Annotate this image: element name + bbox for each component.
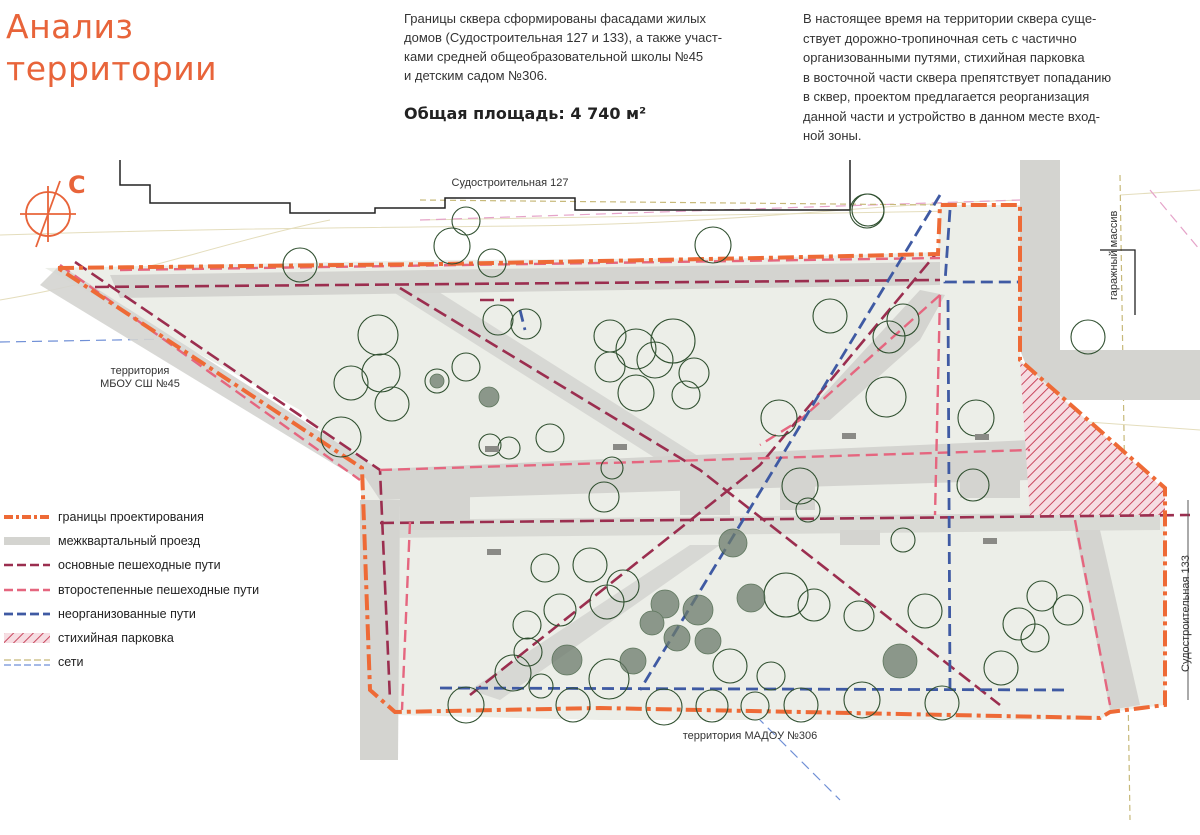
- description-right-line: В настоящее время на территории сквера с…: [803, 11, 1097, 26]
- page-title: Анализ территории: [6, 6, 217, 90]
- legend-label: стихийная парковка: [58, 631, 174, 646]
- description-left-line: ками средней общеобразовательной школы №…: [404, 49, 704, 64]
- description-left-line: домов (Судостроительная 127 и 133), а та…: [404, 30, 723, 45]
- legend-swatch-utility: [4, 659, 50, 666]
- legend-item-parking: стихийная парковка: [4, 626, 304, 650]
- legend-swatch-main: [4, 564, 50, 567]
- design-boundary: [51, 203, 1167, 721]
- legend-item-secondary-paths: второстепенные пешеходные пути: [4, 578, 304, 602]
- label-school-line: МБОУ СШ №45: [100, 378, 180, 390]
- legend-label: сети: [58, 655, 84, 670]
- description-left: Границы сквера сформированы фасадами жил…: [404, 9, 764, 85]
- total-area: Общая площадь: 4 740 м²: [404, 104, 647, 123]
- legend-swatch-secondary: [4, 588, 50, 591]
- legend-swatch-boundary: [4, 515, 50, 520]
- description-right-line: в восточной части сквера препятствует по…: [803, 69, 1112, 85]
- informal-parking: [1020, 362, 1165, 515]
- description-left-line: и детским садом №306.: [404, 68, 548, 83]
- garage-strip: [1020, 160, 1200, 400]
- label-building-north: Судостроительная 127: [451, 177, 569, 189]
- title-line-1: Анализ: [6, 7, 134, 46]
- legend-item-passage: межквартальный проезд: [4, 529, 304, 553]
- label-kindergarten: территория МАДОУ №306: [682, 730, 818, 742]
- garage-outline: [1100, 249, 1136, 315]
- legend-label: неорганизованные пути: [58, 606, 196, 621]
- trees: [282, 193, 1106, 726]
- legend-item-informal-paths: неорганизованные пути: [4, 602, 304, 626]
- description-right-line: организованными путями, стихийная парков…: [803, 50, 1085, 65]
- label-building-east: Судостроительная 133: [1180, 555, 1192, 672]
- description-right-line: данной части и устройство в данном месте…: [803, 108, 1100, 124]
- benches: [485, 433, 997, 555]
- map-legend: границы проектирования межквартальный пр…: [4, 505, 304, 674]
- north-building-outline: [119, 160, 851, 214]
- description-right-line: ствует дорожно-тропиночная сеть с частич…: [803, 30, 1077, 46]
- label-school: территория МБОУ СШ №45: [70, 365, 210, 391]
- legend-label: межквартальный проезд: [58, 534, 201, 549]
- description-right-line: в сквер, проектом предлагается реорганиз…: [803, 89, 1090, 104]
- title-line-2: территории: [6, 49, 218, 88]
- legend-swatch-parking: [4, 633, 50, 644]
- description-right: В настоящее время на территории сквера с…: [803, 9, 1148, 146]
- label-garages: гаражный массив: [1108, 210, 1120, 300]
- legend-swatch-passage: [4, 537, 50, 546]
- site-plan-map: [0, 160, 1200, 821]
- legend-label: второстепенные пешеходные пути: [58, 582, 260, 597]
- legend-item-utilities: сети: [4, 650, 304, 674]
- legend-item-main-paths: основные пешеходные пути: [4, 553, 304, 577]
- description-right-line: ной зоны.: [803, 128, 862, 143]
- legend-label: основные пешеходные пути: [58, 558, 221, 573]
- legend-label: границы проектирования: [58, 510, 204, 525]
- shrubs: [429, 373, 918, 679]
- north-letter: С: [68, 171, 86, 199]
- description-left-line: Границы сквера сформированы фасадами жил…: [404, 11, 706, 26]
- legend-swatch-informal: [4, 612, 50, 616]
- label-school-line: территория: [110, 365, 170, 377]
- secondary-pedestrian-paths: [59, 256, 1112, 711]
- legend-item-boundary: границы проектирования: [4, 505, 304, 529]
- informal-paths: [439, 194, 1071, 692]
- north-arrow-compass-icon: [20, 180, 76, 248]
